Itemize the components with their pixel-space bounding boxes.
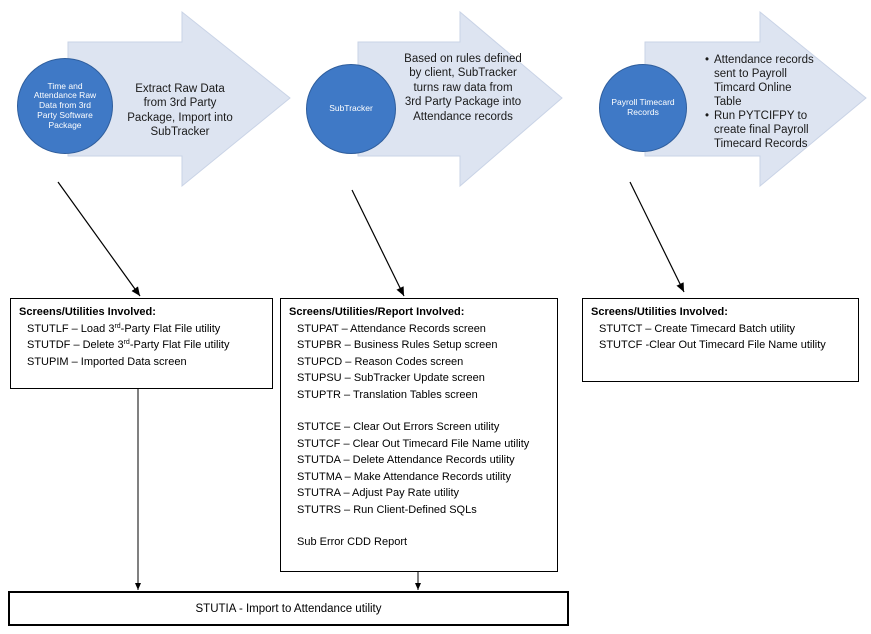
process-arrow-2 (357, 10, 563, 188)
utility-line: STUTCE – Clear Out Errors Screen utility (297, 421, 500, 433)
stage-arrow-text-rules: Based on rules defined by client, SubTra… (404, 53, 522, 123)
utility-line: STUTDF – Delete 3rd-Party Flat File util… (27, 339, 230, 351)
box-title: Screens/Utilities Involved: (591, 306, 728, 318)
utilities-box-import: Screens/Utilities Involved: STUTLF – Loa… (10, 298, 273, 389)
utility-line: STUPSU – SubTracker Update screen (297, 372, 485, 384)
utility-line: STUTMA – Make Attendance Records utility (297, 470, 511, 483)
box-title: Screens/Utilities Involved: (19, 306, 156, 318)
utility-line: STUTLF – Load 3rd-Party Flat File utilit… (27, 322, 221, 335)
stage-arrow-bullets: Attendance records sent to Payroll Timca… (702, 53, 822, 151)
stage-circle-payroll-timecard: Payroll Timecard Records (599, 64, 687, 152)
connector-stage1-box1 (57, 181, 141, 297)
utility-line: STUPAT – Attendance Records screen (297, 322, 486, 335)
stage-arrow-text-extract: Extract Raw Data from 3rd Party Package,… (127, 83, 233, 139)
spacer (289, 518, 549, 534)
utility-line: STUTCT – Create Timecard Batch utility (599, 322, 796, 335)
utility-line: STUTRA – Adjust Pay Rate utility (297, 487, 460, 499)
utilities-box-subtracker: Screens/Utilities/Report Involved: STUPA… (280, 298, 558, 572)
utility-line: STUPIM – Imported Data screen (27, 355, 187, 368)
import-to-attendance-label: STUTIA - Import to Attendance utility (195, 602, 382, 615)
connector-stage2-box2 (351, 189, 405, 297)
utilities-box-payroll: Screens/Utilities Involved: STUTCT – Cre… (582, 298, 859, 382)
utility-line: STUPBR – Business Rules Setup screen (297, 339, 498, 351)
utility-line: STUPTR – Translation Tables screen (297, 388, 478, 401)
spacer (289, 403, 549, 419)
stage-bullet-item: Attendance records sent to Payroll Timca… (705, 53, 822, 109)
import-to-attendance-box: STUTIA - Import to Attendance utility (8, 591, 569, 626)
utility-line: STUTRS – Run Client-Defined SQLs (297, 503, 477, 516)
utility-line: STUTCF -Clear Out Timecard File Name uti… (599, 339, 826, 351)
stage-circle-label: SubTracker (329, 103, 373, 114)
utility-line: STUTDA – Delete Attendance Records utili… (297, 454, 515, 466)
report-line: Sub Error CDD Report (297, 536, 408, 548)
utility-line: STUPCD – Reason Codes screen (297, 355, 464, 368)
connector-stage3-box3 (629, 181, 685, 293)
process-arrow-1 (67, 10, 291, 188)
stage-circle-label: Time and Attendance Raw Data from 3rd Pa… (33, 80, 97, 130)
utility-line: STUTCF – Clear Out Timecard File Name ut… (297, 437, 530, 450)
stage-circle-raw-data: Time and Attendance Raw Data from 3rd Pa… (17, 58, 113, 154)
box-title: Screens/Utilities/Report Involved: (289, 306, 465, 318)
stage-circle-subtracker: SubTracker (306, 64, 396, 154)
stage-bullet-item: Run PYTCIFPY to create final Payroll Tim… (705, 109, 822, 151)
stage-circle-label: Payroll Timecard Records (611, 97, 675, 117)
